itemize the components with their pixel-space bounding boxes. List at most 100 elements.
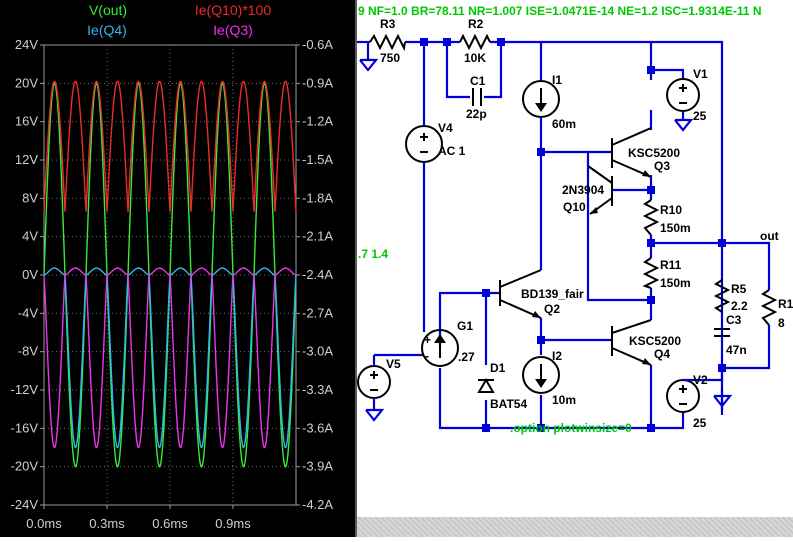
plotwinsize-directive[interactable]: .option plotwinsize=0 <box>510 421 632 435</box>
right-tick-label: -2.4A <box>302 267 333 282</box>
transistor-q2[interactable]: BD139_fair Q2 <box>499 269 584 319</box>
x-tick-label: 0.0ms <box>26 516 62 531</box>
svg-text:V5: V5 <box>386 357 401 371</box>
svg-text:I2: I2 <box>552 349 562 363</box>
voltage-source-v2[interactable]: V2 25 <box>666 373 733 430</box>
svg-text:R10: R10 <box>660 203 682 217</box>
plot-grid <box>40 44 300 509</box>
svg-text:C1: C1 <box>470 74 486 88</box>
svg-text:150m: 150m <box>660 221 691 235</box>
resistor-r10[interactable]: R10 150m <box>642 199 691 236</box>
partial-param-text[interactable]: .7 1.4 <box>358 247 388 261</box>
right-tick-label: -0.9A <box>302 75 333 90</box>
ground-symbol <box>359 58 379 72</box>
left-tick-label: -4V <box>18 305 39 320</box>
trace-label-ie-q4[interactable]: Ie(Q4) <box>87 22 127 38</box>
svg-text:R11: R11 <box>660 258 682 272</box>
svg-text:2N3904: 2N3904 <box>562 183 604 197</box>
left-tick-label: -20V <box>11 459 39 474</box>
svg-text:25: 25 <box>693 416 707 430</box>
right-tick-label: -3.9A <box>302 459 333 474</box>
transistor-q4[interactable]: KSC5200 Q4 <box>611 319 681 366</box>
transistor-q3[interactable]: KSC5200 Q3 <box>611 127 680 178</box>
trace-label-ie-q10[interactable]: Ie(Q10)*100 <box>195 2 271 18</box>
resistor-r11[interactable]: R11 150m <box>642 257 691 290</box>
svg-text:.27: .27 <box>458 350 475 364</box>
left-tick-label: 4V <box>22 229 38 244</box>
svg-text:D1: D1 <box>490 361 506 375</box>
svg-text:R1: R1 <box>778 297 793 311</box>
left-tick-label: -8V <box>18 344 39 359</box>
svg-text:Q4: Q4 <box>654 347 670 361</box>
svg-text:BD139_fair: BD139_fair <box>521 287 584 301</box>
left-tick-label: 8V <box>22 190 38 205</box>
plot-traces <box>43 80 297 468</box>
transistor-q10[interactable]: 2N3904 Q10 <box>562 165 613 215</box>
svg-text:22p: 22p <box>466 107 487 121</box>
left-tick-label: 16V <box>15 114 38 129</box>
svg-text:+: + <box>424 333 431 347</box>
voltage-source-v4[interactable]: V4 AC 1 <box>405 121 466 163</box>
right-tick-label: -1.5A <box>302 152 333 167</box>
svg-text:BAT54: BAT54 <box>490 397 527 411</box>
svg-text:Q3: Q3 <box>654 159 670 173</box>
waveform-plot[interactable]: 24V20V16V12V8V4V0V-4V-8V-12V-16V-20V-24V… <box>0 0 355 537</box>
schematic-pane[interactable]: 9 NF=1.0 BR=78.11 NR=1.007 ISE=1.0471E-1… <box>357 0 793 537</box>
svg-text:60m: 60m <box>552 117 576 131</box>
left-tick-label: -24V <box>11 497 39 512</box>
capacitor-c1[interactable]: C1 22p <box>466 74 487 121</box>
current-source-i2[interactable]: I2 10m <box>522 349 576 407</box>
right-tick-label: -3.6A <box>302 420 333 435</box>
svg-text:2.2: 2.2 <box>731 299 748 313</box>
svg-text:150m: 150m <box>660 276 691 290</box>
right-tick-label: -1.8A <box>302 190 333 205</box>
trace-label-ie-q3[interactable]: Ie(Q3) <box>213 22 253 38</box>
wire-junctions <box>420 38 726 432</box>
current-source-i1[interactable]: I1 60m <box>522 73 576 131</box>
right-axis-ticks: -0.6A-0.9A-1.2A-1.5A-1.8A-2.1A-2.4A-2.7A… <box>302 37 333 512</box>
trace-ie-q10-100 <box>43 80 297 212</box>
pane-splitter[interactable] <box>355 0 357 537</box>
vccs-g1[interactable]: + - G1 .27 <box>421 319 475 367</box>
svg-text:R5: R5 <box>731 282 747 296</box>
svg-text:V4: V4 <box>438 121 453 135</box>
svg-text:AC 1: AC 1 <box>438 144 466 158</box>
voltage-source-v1[interactable]: V1 25 <box>666 67 708 132</box>
left-tick-label: -16V <box>11 420 39 435</box>
svg-text:-: - <box>425 349 429 363</box>
svg-text:8: 8 <box>778 316 785 330</box>
capacitor-c3[interactable]: C3 47n <box>714 313 747 357</box>
resistor-r2[interactable]: R2 10K <box>459 17 491 65</box>
svg-text:Q2: Q2 <box>544 302 560 316</box>
diode-d1[interactable]: D1 BAT54 <box>477 361 527 411</box>
wires <box>357 40 771 430</box>
svg-text:V1: V1 <box>693 67 708 81</box>
left-tick-label: -12V <box>11 382 39 397</box>
x-axis-ticks: 0.0ms 0.3ms 0.6ms 0.9ms <box>26 516 251 531</box>
resistor-r5[interactable]: R5 2.2 <box>713 279 748 313</box>
resistor-r3[interactable]: R3 750 <box>369 17 406 65</box>
right-tick-label: -2.7A <box>302 305 333 320</box>
schematic-status-strip <box>357 517 793 537</box>
svg-text:25: 25 <box>693 109 707 123</box>
svg-text:10K: 10K <box>464 51 486 65</box>
left-tick-label: 24V <box>15 37 38 52</box>
schematic-canvas[interactable]: 9 NF=1.0 BR=78.11 NR=1.007 ISE=1.0471E-1… <box>357 0 793 537</box>
right-tick-label: -0.6A <box>302 37 333 52</box>
svg-text:I1: I1 <box>552 73 562 87</box>
svg-text:KSC5200: KSC5200 <box>628 146 680 160</box>
svg-text:C3: C3 <box>726 313 742 327</box>
trace-label-vout[interactable]: V(out) <box>89 2 127 18</box>
x-tick-label: 0.6ms <box>152 516 188 531</box>
left-tick-label: 12V <box>15 152 38 167</box>
spice-model-line[interactable]: 9 NF=1.0 BR=78.11 NR=1.007 ISE=1.0471E-1… <box>358 4 762 18</box>
x-tick-label: 0.9ms <box>215 516 251 531</box>
x-tick-label: 0.3ms <box>89 516 125 531</box>
svg-text:Q10: Q10 <box>563 200 586 214</box>
voltage-source-v5[interactable]: V5 <box>357 355 401 422</box>
resistor-r1[interactable]: R1 8 <box>760 289 793 330</box>
net-label-out[interactable]: out <box>760 229 779 243</box>
